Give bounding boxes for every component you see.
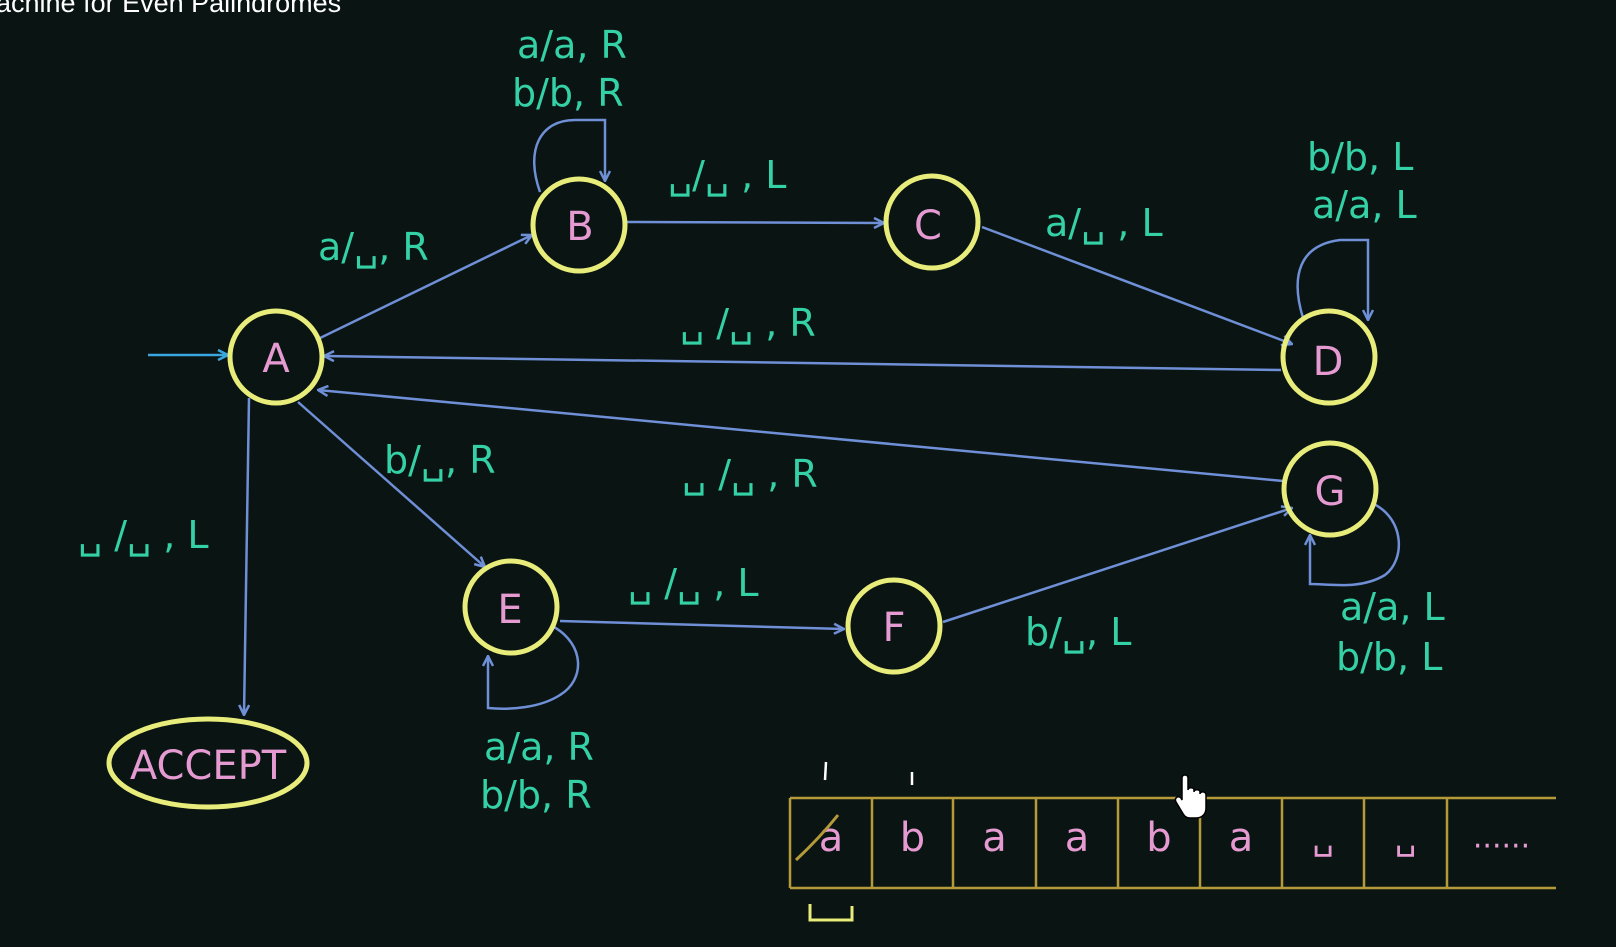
loop-b <box>532 118 605 193</box>
label-loop-e-2: b/b, R <box>480 773 592 817</box>
state-c: C <box>883 173 981 271</box>
edge-d-a <box>324 356 1282 372</box>
state-a-label: A <box>262 336 290 382</box>
label-loop-b-1: a/a, R <box>517 23 627 67</box>
edge-a-accept <box>244 397 251 715</box>
tape-cell-1: b <box>900 815 925 861</box>
tick-mark-1 <box>823 761 828 781</box>
edge-c-d <box>981 225 1292 344</box>
label-a-b: a/␣, R <box>318 225 429 269</box>
edge-f-g <box>942 508 1292 624</box>
label-c-d: a/␣ , L <box>1045 201 1163 245</box>
state-accept-label: ACCEPT <box>130 743 287 789</box>
label-loop-e-1: a/a, R <box>484 725 594 769</box>
tape-cell-8: ...... <box>1473 821 1530 856</box>
label-f-g: b/␣, L <box>1025 610 1131 654</box>
state-a: A <box>227 308 325 406</box>
state-b-label: B <box>566 204 593 250</box>
state-g: G <box>1281 440 1379 538</box>
tape-cell-7: ␣ <box>1395 818 1417 858</box>
hand-cursor-icon <box>1174 774 1207 819</box>
state-b: B <box>530 176 628 274</box>
edge-b-c <box>625 222 884 223</box>
label-a-accept: ␣ /␣ , L <box>78 513 209 557</box>
state-g-label: G <box>1315 469 1346 515</box>
edge-a-b <box>315 235 532 342</box>
page-title: achine for Even Palindromes <box>0 0 342 18</box>
loop-e <box>488 625 580 710</box>
blank-symbol-mark <box>808 904 854 922</box>
tape-cell-3: a <box>1065 815 1090 861</box>
edge-a-e <box>297 401 485 567</box>
loop-g <box>1310 502 1400 587</box>
state-e-label: E <box>497 587 522 633</box>
state-e: E <box>462 558 560 656</box>
label-loop-b-2: b/b, R <box>512 71 624 115</box>
strikethrough-mark <box>794 814 840 862</box>
tape-cell-2: a <box>982 815 1007 861</box>
state-d: D <box>1280 308 1378 406</box>
label-a-e: b/␣, R <box>384 438 496 482</box>
loop-d <box>1296 238 1368 320</box>
label-loop-g-1: a/a, L <box>1340 585 1445 629</box>
label-d-a: ␣ /␣ , R <box>680 301 816 345</box>
label-loop-d-2: a/a, L <box>1312 183 1417 227</box>
label-e-f: ␣ /␣ , L <box>628 561 759 605</box>
edge-g-a <box>318 390 1284 483</box>
state-d-label: D <box>1313 339 1344 385</box>
tape-cell-4: b <box>1146 815 1171 861</box>
state-f-label: F <box>882 605 905 651</box>
state-c-label: C <box>914 203 942 249</box>
label-b-c: ␣/␣ , L <box>668 153 786 197</box>
state-accept: ACCEPT <box>106 716 310 810</box>
edge-e-f <box>559 619 844 629</box>
tape-cell-5: a <box>1229 815 1254 861</box>
state-f: F <box>845 577 943 675</box>
tape-cell-6: ␣ <box>1312 818 1334 858</box>
label-g-a: ␣ /␣ , R <box>682 452 818 496</box>
label-loop-g-2: b/b, L <box>1336 635 1442 679</box>
label-loop-d-1: b/b, L <box>1307 135 1413 179</box>
